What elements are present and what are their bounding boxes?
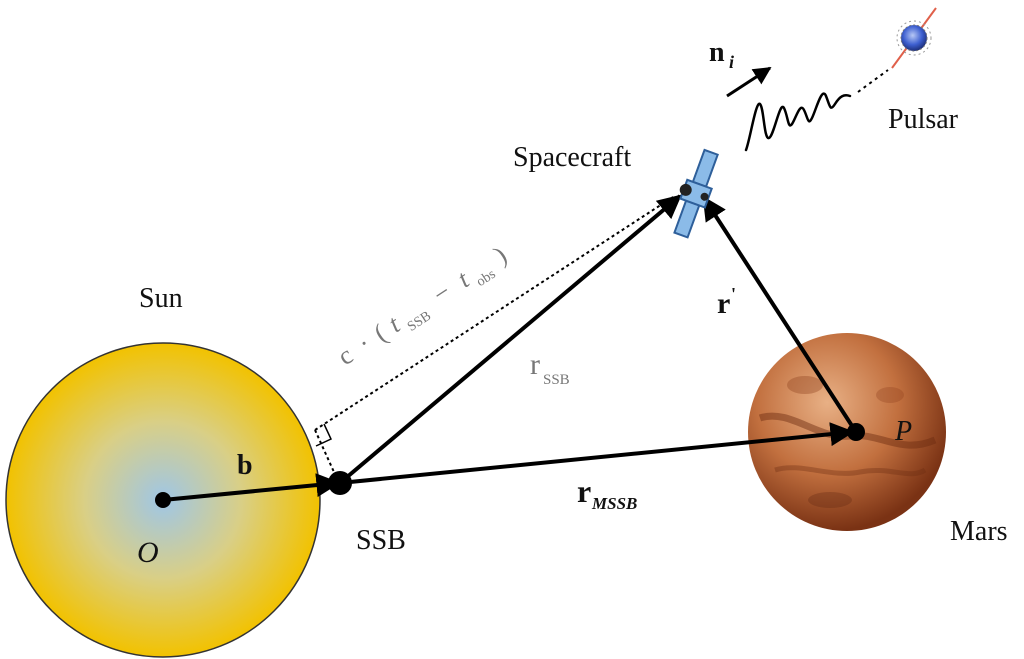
delay-t1-subscript: SSB bbox=[405, 309, 434, 335]
vector-b-label: b bbox=[237, 450, 253, 481]
delay-dot: · bbox=[353, 329, 376, 358]
pulsar-label: Pulsar bbox=[888, 104, 959, 135]
mars-label: Mars bbox=[950, 516, 1008, 547]
delay-close-paren: ) bbox=[489, 240, 512, 269]
vector-b-arrow bbox=[162, 473, 341, 502]
mars-center-point bbox=[847, 423, 865, 441]
vector-r-ssb-subscript: SSB bbox=[543, 372, 570, 388]
pulsar-icon bbox=[891, 7, 937, 69]
right-angle-marker bbox=[315, 423, 332, 447]
ssb-label: SSB bbox=[356, 525, 406, 556]
direction-subscript: i bbox=[729, 52, 734, 72]
spacecraft-label: Spacecraft bbox=[513, 142, 631, 173]
vector-r-ssb-arrow bbox=[338, 194, 682, 485]
vector-r-mssb-arrow bbox=[339, 422, 855, 485]
direction-arrow bbox=[726, 66, 772, 98]
delay-minus: − bbox=[428, 277, 456, 309]
delay-t2-subscript: obs bbox=[474, 267, 498, 290]
vector-r-prime: ' bbox=[731, 284, 736, 304]
vector-r-ssb-label: r bbox=[530, 348, 540, 381]
vector-r-label: r bbox=[717, 287, 730, 320]
delay-projection-line bbox=[314, 196, 674, 431]
satellite-icon bbox=[673, 148, 719, 239]
delay-t2: t bbox=[452, 265, 475, 294]
pulse-signal-icon bbox=[744, 69, 889, 152]
sun-center-point bbox=[155, 492, 171, 508]
sun-center-label: O bbox=[137, 536, 159, 569]
delay-t1: t bbox=[383, 309, 406, 338]
vector-r-arrow bbox=[702, 195, 858, 434]
delay-c: c bbox=[332, 340, 357, 371]
direction-label: n bbox=[709, 37, 725, 68]
mars-center-label: P bbox=[894, 416, 912, 447]
vector-r-mssb-label: r bbox=[577, 473, 591, 509]
ssb-point bbox=[328, 471, 352, 495]
vector-r-mssb-subscript: MSSB bbox=[591, 494, 637, 513]
sun-label: Sun bbox=[139, 283, 183, 314]
